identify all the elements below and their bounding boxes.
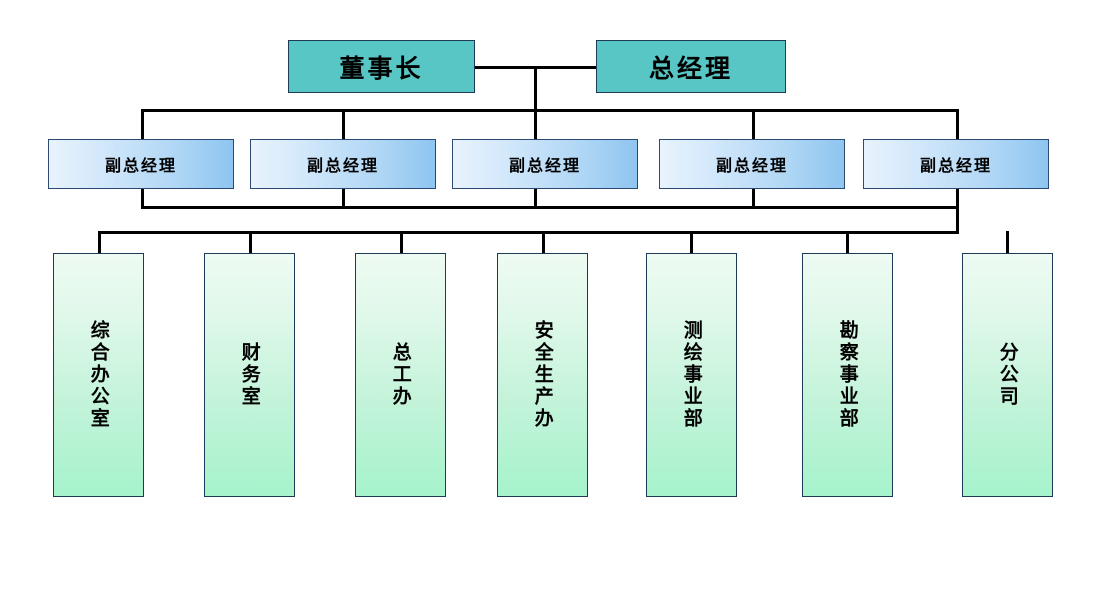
node-branch-company[interactable]: 分公司 [962,253,1053,497]
connector-stem-deputy-4 [752,189,755,208]
node-deputy-3-label: 副总经理 [508,156,581,175]
connector-stem-deputy-2 [342,189,345,208]
node-safety-production-label: 安全生产办 [531,320,554,430]
node-general-office[interactable]: 综合办公室 [53,253,144,497]
connector-department-stem [956,206,959,233]
node-surveying-mapping[interactable]: 测绘事业部 [646,253,737,497]
node-exploration[interactable]: 勘察事业部 [802,253,893,497]
connector-drop-dept-4 [542,231,545,254]
connector-drop-deputy-3 [534,109,537,140]
connector-drop-dept-3 [400,231,403,254]
node-deputy-1[interactable]: 副总经理 [48,139,234,189]
node-general-manager-label: 总经理 [648,53,733,83]
node-safety-production[interactable]: 安全生产办 [497,253,588,497]
node-finance-office-label: 财务室 [238,342,261,408]
node-deputy-4[interactable]: 副总经理 [659,139,845,189]
node-chairman-label: 董事长 [339,53,424,83]
node-general-manager[interactable]: 总经理 [596,40,786,93]
node-finance-office[interactable]: 财务室 [204,253,295,497]
node-deputy-3[interactable]: 副总经理 [452,139,638,189]
node-deputy-4-label: 副总经理 [715,156,788,175]
node-deputy-2-label: 副总经理 [306,156,379,175]
connector-drop-deputy-2 [342,109,345,140]
node-deputy-5-label: 副总经理 [919,156,992,175]
connector-drop-deputy-4 [752,109,755,140]
node-surveying-mapping-label: 测绘事业部 [680,320,703,430]
node-deputy-2[interactable]: 副总经理 [250,139,436,189]
connector-drop-deputy-5 [956,109,959,140]
connector-stem-deputy-1 [141,189,144,208]
node-branch-company-label: 分公司 [996,342,1019,408]
connector-drop-dept-7 [1006,231,1009,254]
connector-deputy-collector-bus [141,206,959,209]
node-deputy-5[interactable]: 副总经理 [863,139,1049,189]
node-deputy-1-label: 副总经理 [104,156,177,175]
connector-exec-stem [534,66,537,112]
node-chief-engineer-label: 总工办 [389,342,412,408]
connector-stem-deputy-5 [956,189,959,208]
connector-drop-dept-2 [249,231,252,254]
connector-drop-dept-1 [98,231,101,254]
connector-drop-dept-6 [846,231,849,254]
node-general-office-label: 综合办公室 [87,320,110,430]
node-exploration-label: 勘察事业部 [836,320,859,430]
node-chairman[interactable]: 董事长 [288,40,475,93]
connector-stem-deputy-3 [534,189,537,208]
connector-deputy-bus [141,109,959,112]
connector-department-bus [98,231,959,234]
connector-drop-dept-5 [690,231,693,254]
node-chief-engineer[interactable]: 总工办 [355,253,446,497]
connector-drop-deputy-1 [141,109,144,140]
